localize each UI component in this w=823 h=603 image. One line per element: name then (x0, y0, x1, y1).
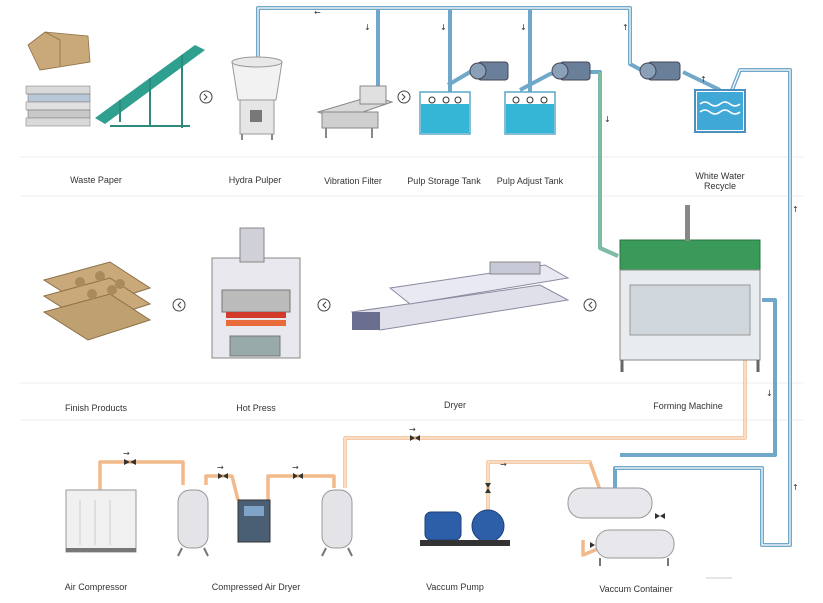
finish-products-illustration (42, 261, 152, 341)
svg-text:↑: ↑ (700, 75, 707, 84)
label-finish-products: Finish Products (64, 403, 128, 413)
vacuum-container-illustration (567, 487, 675, 566)
white-water-tank-illustration (694, 89, 746, 133)
svg-text:←: ← (314, 8, 321, 17)
label-hydra-pulper: Hydra Pulper (228, 175, 282, 185)
label-pulp-storage-tank: Pulp Storage Tank (407, 176, 481, 186)
pulp-pipe (598, 72, 619, 258)
svg-text:→: → (292, 463, 299, 472)
svg-text:↓: ↓ (364, 23, 371, 32)
label-vaccum-pump: Vaccum Pump (426, 582, 484, 592)
flow-arrow-icon (583, 298, 597, 312)
conveyor-illustration (95, 45, 205, 128)
label-white-water-recycle: White Water Recycle (695, 171, 745, 191)
flow-arrow-icon (317, 298, 331, 312)
label-compressed-air-dryer: Compressed Air Dryer (211, 582, 301, 592)
water-pipe-highlights (257, 7, 791, 546)
pulp-storage-tank-illustration (419, 91, 471, 135)
label-waste-paper: Waste Paper (70, 175, 122, 185)
svg-text:→: → (123, 449, 130, 458)
pump-icon (639, 61, 681, 81)
pump-icon (551, 61, 591, 81)
air-pipe-highlights (344, 330, 746, 525)
label-pulp-adjust-tank: Pulp Adjust Tank (496, 176, 564, 186)
svg-text:→: → (217, 463, 224, 472)
label-air-compressor: Air Compressor (64, 582, 128, 592)
svg-text:↑: ↑ (792, 205, 799, 214)
label-vaccum-container: Vaccum Container (599, 584, 673, 594)
svg-text:↓: ↓ (766, 389, 773, 398)
svg-text:→: → (500, 460, 507, 469)
svg-text:↓: ↓ (440, 23, 447, 32)
flow-arrow-icon (397, 90, 411, 104)
flow-arrow-icon (172, 298, 186, 312)
flow-arrow-icon (199, 90, 213, 104)
svg-text:→: → (409, 425, 416, 434)
svg-text:↓: ↓ (520, 23, 527, 32)
air-tank-illustration (321, 489, 353, 557)
label-vibration-filter: Vibration Filter (324, 176, 382, 186)
label-hot-press: Hot Press (236, 403, 276, 413)
forming-machine-illustration (619, 205, 761, 372)
hydra-pulper-illustration (231, 56, 283, 140)
label-dryer: Dryer (444, 400, 466, 410)
air-compressor-illustration (65, 489, 137, 553)
svg-text:↑: ↑ (622, 23, 629, 32)
hot-press-illustration (211, 227, 301, 359)
vacuum-pump-illustration (420, 509, 510, 546)
pulp-adjust-tank-illustration (504, 91, 556, 135)
air-tank-illustration (177, 489, 209, 557)
svg-text:↓: ↓ (604, 115, 611, 124)
svg-text:↑: ↑ (792, 483, 799, 492)
pump-icon (469, 61, 509, 81)
vibration-filter-illustration (316, 85, 394, 138)
valve-icon (124, 435, 665, 548)
flow-arrow-icons: ← ↓ ↓ ↓ ↑ ↑ ↓ ↑ ↓ ↑ → → → → → (123, 8, 799, 492)
compressed-air-dryer-illustration (237, 499, 271, 543)
label-forming-machine: Forming Machine (653, 401, 723, 411)
waste-paper-illustration (25, 31, 91, 127)
dryer-illustration (350, 261, 570, 331)
